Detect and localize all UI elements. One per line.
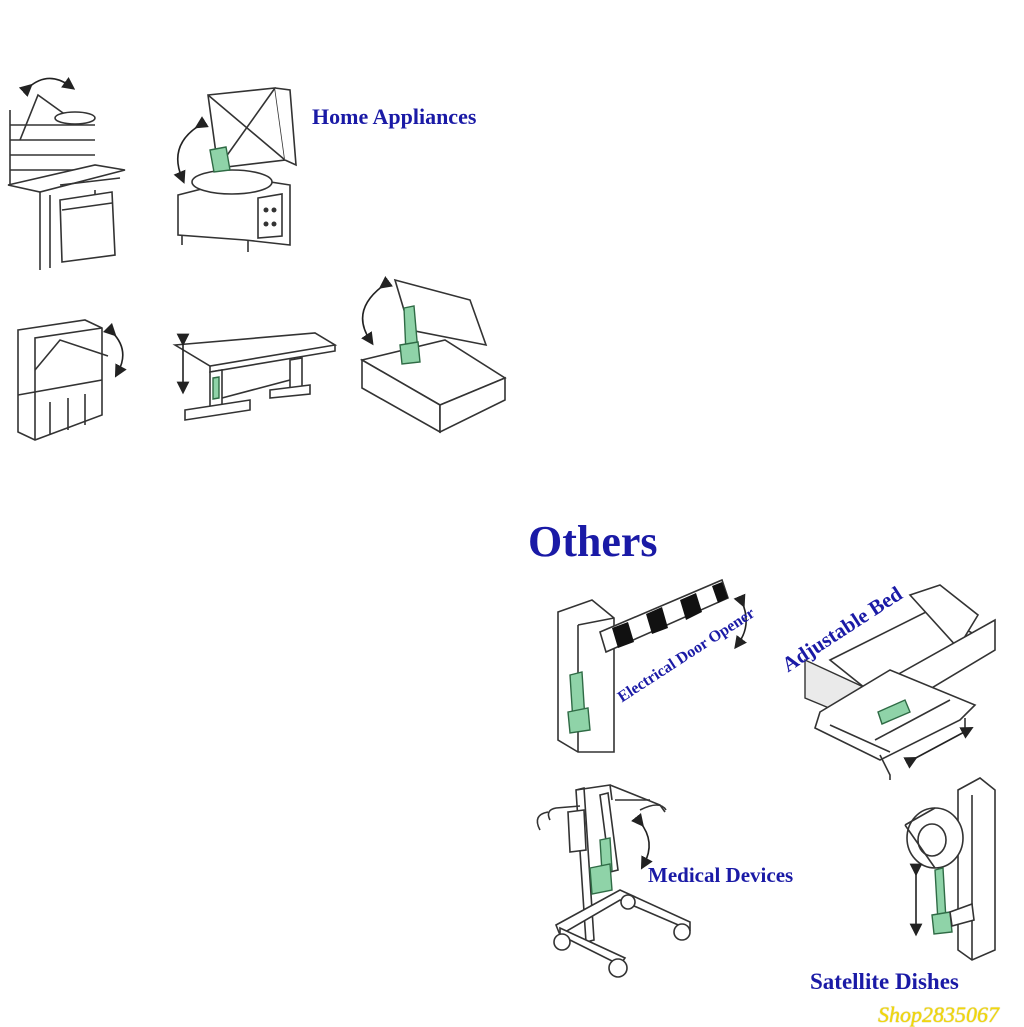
- lift-table-illustration: [175, 333, 335, 420]
- cabinet-flap-illustration: [18, 320, 127, 440]
- satellite-dish-illustration: [905, 778, 995, 960]
- satellite-dishes-label: Satellite Dishes: [810, 969, 959, 994]
- medical-devices-label: Medical Devices: [648, 863, 794, 887]
- barrier-gate-illustration: [558, 580, 747, 752]
- shop-watermark: Shop2835067: [878, 1002, 999, 1027]
- home-appliances-label: Home Appliances: [312, 104, 477, 129]
- workbench-lamp-illustration: [8, 77, 125, 270]
- patient-lift-illustration: [537, 785, 690, 977]
- hatch-box-illustration: [362, 276, 505, 432]
- adjustable-bed-illustration: [805, 585, 995, 780]
- others-heading: Others: [528, 517, 658, 566]
- cooking-kettle-illustration: [173, 88, 296, 252]
